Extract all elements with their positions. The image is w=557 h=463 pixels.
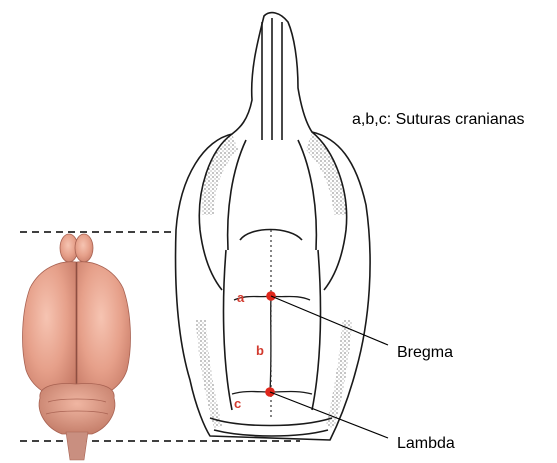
suture-label-b: b (256, 343, 264, 358)
legend-text: a,b,c: Suturas cranianas (352, 111, 525, 128)
lambda-label: Lambda (397, 435, 455, 452)
brain-image (23, 234, 131, 460)
bregma-label: Bregma (397, 344, 453, 361)
suture-label-a: a (237, 290, 245, 305)
suture-label-c: c (234, 396, 241, 411)
skull-drawing (176, 13, 371, 440)
